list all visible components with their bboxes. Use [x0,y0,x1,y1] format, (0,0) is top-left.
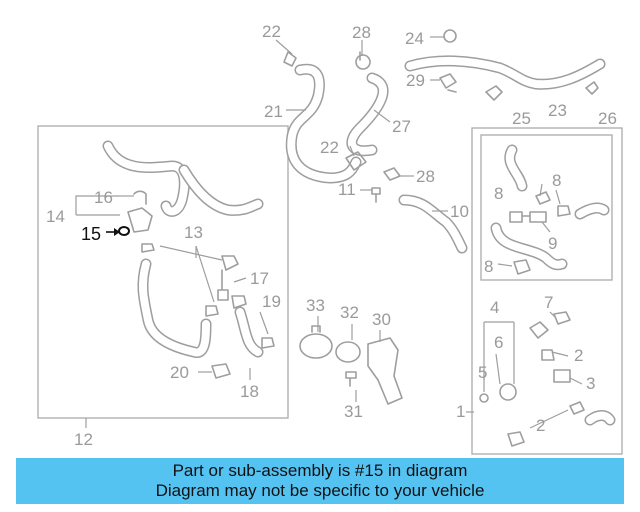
banner-line-part: Part or sub-assembly is #15 in diagram [172,461,468,480]
banner-line-disclaimer: Diagram may not be specific to your vehi… [155,481,485,500]
upper-hoses [283,29,606,254]
callout-4: 4 [490,298,499,317]
callout-5: 5 [478,363,487,382]
leader-lines [75,36,583,429]
callout-11: 11 [338,180,356,199]
lower-middle-parts [299,325,403,405]
callout-3: 3 [586,374,595,393]
callout-21: 21 [264,102,283,121]
callout-7: 7 [544,293,553,312]
callout-23: 23 [548,101,567,120]
callout-27: 27 [392,117,411,136]
part-15-seal-ring [118,226,130,236]
callout-29: 29 [406,71,425,90]
callout-24: 24 [405,29,424,48]
callout-18: 18 [240,382,259,401]
callout-19: 19 [262,292,281,311]
callout-1: 1 [456,402,465,421]
callout-25: 25 [512,109,531,128]
callout-12: 12 [74,430,93,449]
callout-20: 20 [170,363,189,382]
callout-2-upper: 2 [574,346,583,365]
callout-9: 9 [548,234,557,253]
callout-6: 6 [494,333,503,352]
callout-14: 14 [46,207,65,226]
callout-26: 26 [598,109,617,128]
callout-16: 16 [94,188,113,207]
callout-8-c: 8 [484,257,493,276]
callout-30: 30 [372,310,391,329]
callout-8-b: 8 [552,171,561,190]
callout-17: 17 [250,269,269,288]
callout-13: 13 [184,223,203,242]
part-info-banner: Part or sub-assembly is #15 in diagram D… [16,458,624,504]
parts-diagram: 22 28 24 29 26 25 23 21 27 22 28 11 10 1… [37,22,623,455]
assembly-frame-1 [471,127,623,455]
callout-32: 32 [340,303,359,322]
callout-28-mid: 28 [416,167,435,186]
left-assembly-parts [102,140,275,379]
callout-8-a: 8 [494,184,503,203]
callout-10: 10 [450,202,469,221]
callout-labels: 22 28 24 29 26 25 23 21 27 22 28 11 10 1… [46,22,617,449]
callout-15-highlighted: 15 [81,224,101,244]
callout-31: 31 [344,402,363,421]
callout-22-mid: 22 [320,138,339,157]
callout-33: 33 [306,296,325,315]
callout-28-top: 28 [352,23,371,42]
assembly-frame-8-9 [480,134,613,281]
callout-22-top: 22 [262,22,281,41]
right-assembly-parts [479,144,616,447]
callout-2-lower: 2 [536,416,545,435]
assembly-frame-12 [37,125,289,419]
